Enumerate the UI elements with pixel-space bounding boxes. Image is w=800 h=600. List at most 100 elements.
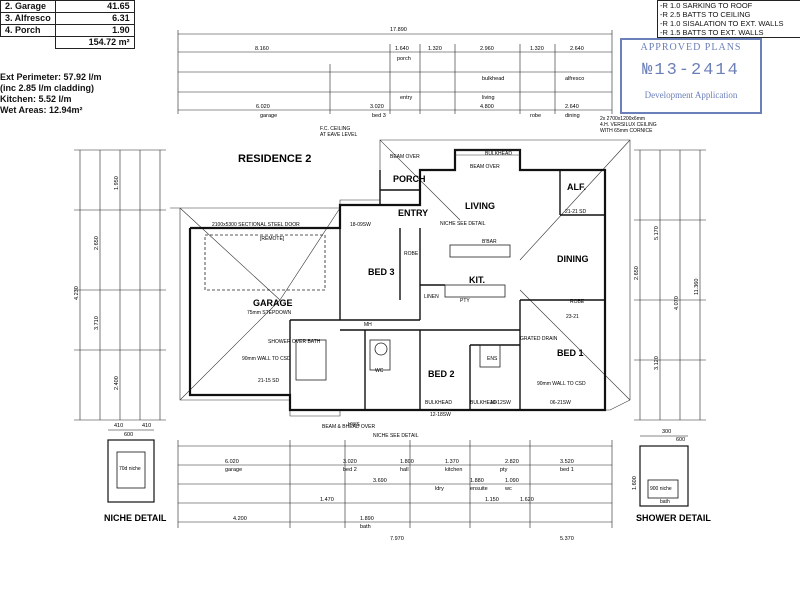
niche-inner-label: 70d niche xyxy=(119,466,141,472)
niche-dim-3: 410 xyxy=(142,423,151,429)
room-robe1: ROBE xyxy=(570,299,585,305)
dim-side: 5.170 xyxy=(654,226,660,240)
dim-bottom-word: kitchen xyxy=(445,467,462,473)
dim-top-word: dining xyxy=(565,113,580,119)
room-linen: LINEN xyxy=(424,294,439,300)
dim-top-word: entry xyxy=(400,95,412,101)
dim-bottom-word: hall xyxy=(400,467,409,473)
dim-top-word: robe xyxy=(530,113,541,119)
insulation-item: -R 1.0 SISALATION TO EXT. WALLS xyxy=(660,19,784,28)
bulkhead-bottom-label: BULKHEAD xyxy=(425,400,452,406)
room-entry: ENTRY xyxy=(398,208,428,218)
room-bed3: BED 3 xyxy=(368,267,395,277)
room-kitchen: KIT. xyxy=(469,275,485,285)
window-1012: 10-12SW xyxy=(490,400,511,406)
dim-bottom: 3.520 xyxy=(560,459,574,465)
niche-label: NICHE SEE DETAIL xyxy=(440,221,486,227)
dim-bottom: 5.370 xyxy=(560,536,574,542)
dim-side: 4.070 xyxy=(674,296,680,310)
bbar-label: B'BAR xyxy=(482,239,497,245)
room-living: LIVING xyxy=(465,201,495,211)
ceiling-note-2: 4.H. VERSILUX CEILING xyxy=(600,122,657,128)
room-alfresco: ALF. xyxy=(567,182,586,192)
area-row-total: 154.72 m² xyxy=(1,36,135,49)
dim-top: 2.640 xyxy=(565,104,579,110)
dim-top: 8.160 xyxy=(255,46,269,52)
dim-bottom-word: bed 2 xyxy=(343,467,357,473)
dim-side: 2.400 xyxy=(114,376,120,390)
shower-bath-label: bath xyxy=(660,499,670,505)
area-notes: Ext Perimeter: 57.92 l/m (inc 2.85 l/m c… xyxy=(0,72,102,116)
room-porch: PORCH xyxy=(393,174,426,184)
dim-top-overall: 17.890 xyxy=(390,27,407,33)
dim-top-word: bulkhead xyxy=(482,76,504,82)
beam-over-label: BEAM OVER xyxy=(390,154,420,160)
dim-bottom: 2.820 xyxy=(505,459,519,465)
grated-drain-label: GRATED DRAIN xyxy=(520,336,558,342)
dim-bottom-word: bed 1 xyxy=(560,467,574,473)
room-pantry: PTY xyxy=(460,298,470,304)
shower-dim-1: 300 xyxy=(662,429,671,435)
niche-dim-2: 600 xyxy=(124,432,133,438)
kitchen-note: Kitchen: 5.52 l/m xyxy=(0,94,72,104)
shower-inner-label: 900 niche xyxy=(650,486,672,492)
window-2115: 21-15 SD xyxy=(258,378,280,384)
shower-dim-height: 1.600 xyxy=(632,476,638,490)
dim-bottom: 4.200 xyxy=(233,516,247,522)
stepdown-label: 75mm STEPDOWN xyxy=(247,310,292,316)
stamp-subtitle: Development Application xyxy=(644,90,738,100)
shower-dim-2: 600 xyxy=(676,437,685,443)
room-bed1: BED 1 xyxy=(557,348,584,358)
ceiling-note-3: WITH 65mm CORNICE xyxy=(600,128,653,134)
window-2321: 23-21 xyxy=(566,314,579,320)
stamp-title: APPROVED PLANS xyxy=(640,42,742,53)
dim-bottom-word: garage xyxy=(225,467,242,473)
dim-top: 1.320 xyxy=(530,46,544,52)
bulkhead-bottom-label-2: BULKHEAD xyxy=(470,400,497,406)
room-robe2: ROBE xyxy=(404,251,419,257)
dim-bottom-word: pty xyxy=(500,467,508,473)
dim-side: 4.230 xyxy=(74,286,80,300)
remote-label: [REMOTE] xyxy=(260,236,285,242)
dim-side: 2.650 xyxy=(634,266,640,280)
beam-bhead-label: BEAM & BHEAD OVER xyxy=(322,424,375,430)
dim-bottom: 1.470 xyxy=(320,497,334,503)
dim-top: 2.640 xyxy=(570,46,584,52)
dim-top: 4.800 xyxy=(480,104,494,110)
room-bed2: BED 2 xyxy=(428,369,455,379)
insulation-item: -R 1.5 BATTS TO EXT. WALLS xyxy=(660,28,764,37)
plan-title: RESIDENCE 2 xyxy=(238,153,311,165)
dim-top: 1.640 xyxy=(395,46,409,52)
window-1218: 12-18SW xyxy=(430,412,451,418)
niche-dim-1: 410 xyxy=(114,423,123,429)
room-mh: MH xyxy=(364,322,372,328)
insulation-item: -R 2.5 BATTS TO CEILING xyxy=(660,10,751,19)
dim-bottom: 1.150 xyxy=(485,497,499,503)
hws-label: HWS xyxy=(348,422,360,428)
dim-bottom: 1.890 xyxy=(360,516,374,522)
dim-top-word: living xyxy=(482,95,495,101)
niche-detail-title: NICHE DETAIL xyxy=(104,513,167,523)
room-garage: GARAGE xyxy=(253,298,293,308)
window-1809: 18-09SW xyxy=(350,222,371,228)
dim-bottom: 3.020 xyxy=(343,459,357,465)
insulation-notes: -R 1.0 SARKING TO ROOF -R 2.5 BATTS TO C… xyxy=(657,0,800,38)
dim-side: 1.950 xyxy=(114,176,120,190)
area-total: 154.72 m² xyxy=(54,36,135,49)
dim-bottom: 1.880 xyxy=(470,478,484,484)
fc-ceiling-label: F.C. CEILING xyxy=(320,126,350,132)
dim-side: 3.710 xyxy=(94,316,100,330)
insulation-item: -R 1.0 SARKING TO ROOF xyxy=(660,1,753,10)
perimeter-note: Ext Perimeter: 57.92 l/m xyxy=(0,72,102,82)
wet-area-note: Wet Areas: 12.94m² xyxy=(0,105,83,115)
dim-bottom-word: wc xyxy=(504,486,512,492)
dim-top: 2.960 xyxy=(480,46,494,52)
dim-side-overall: 11.360 xyxy=(694,279,700,295)
window-2121: 21-21 SD xyxy=(565,209,587,215)
dim-top-word: bed 3 xyxy=(372,113,386,119)
dim-top: 1.320 xyxy=(428,46,442,52)
room-ensuite: ENS xyxy=(487,356,498,362)
dim-top: 6.020 xyxy=(256,104,270,110)
